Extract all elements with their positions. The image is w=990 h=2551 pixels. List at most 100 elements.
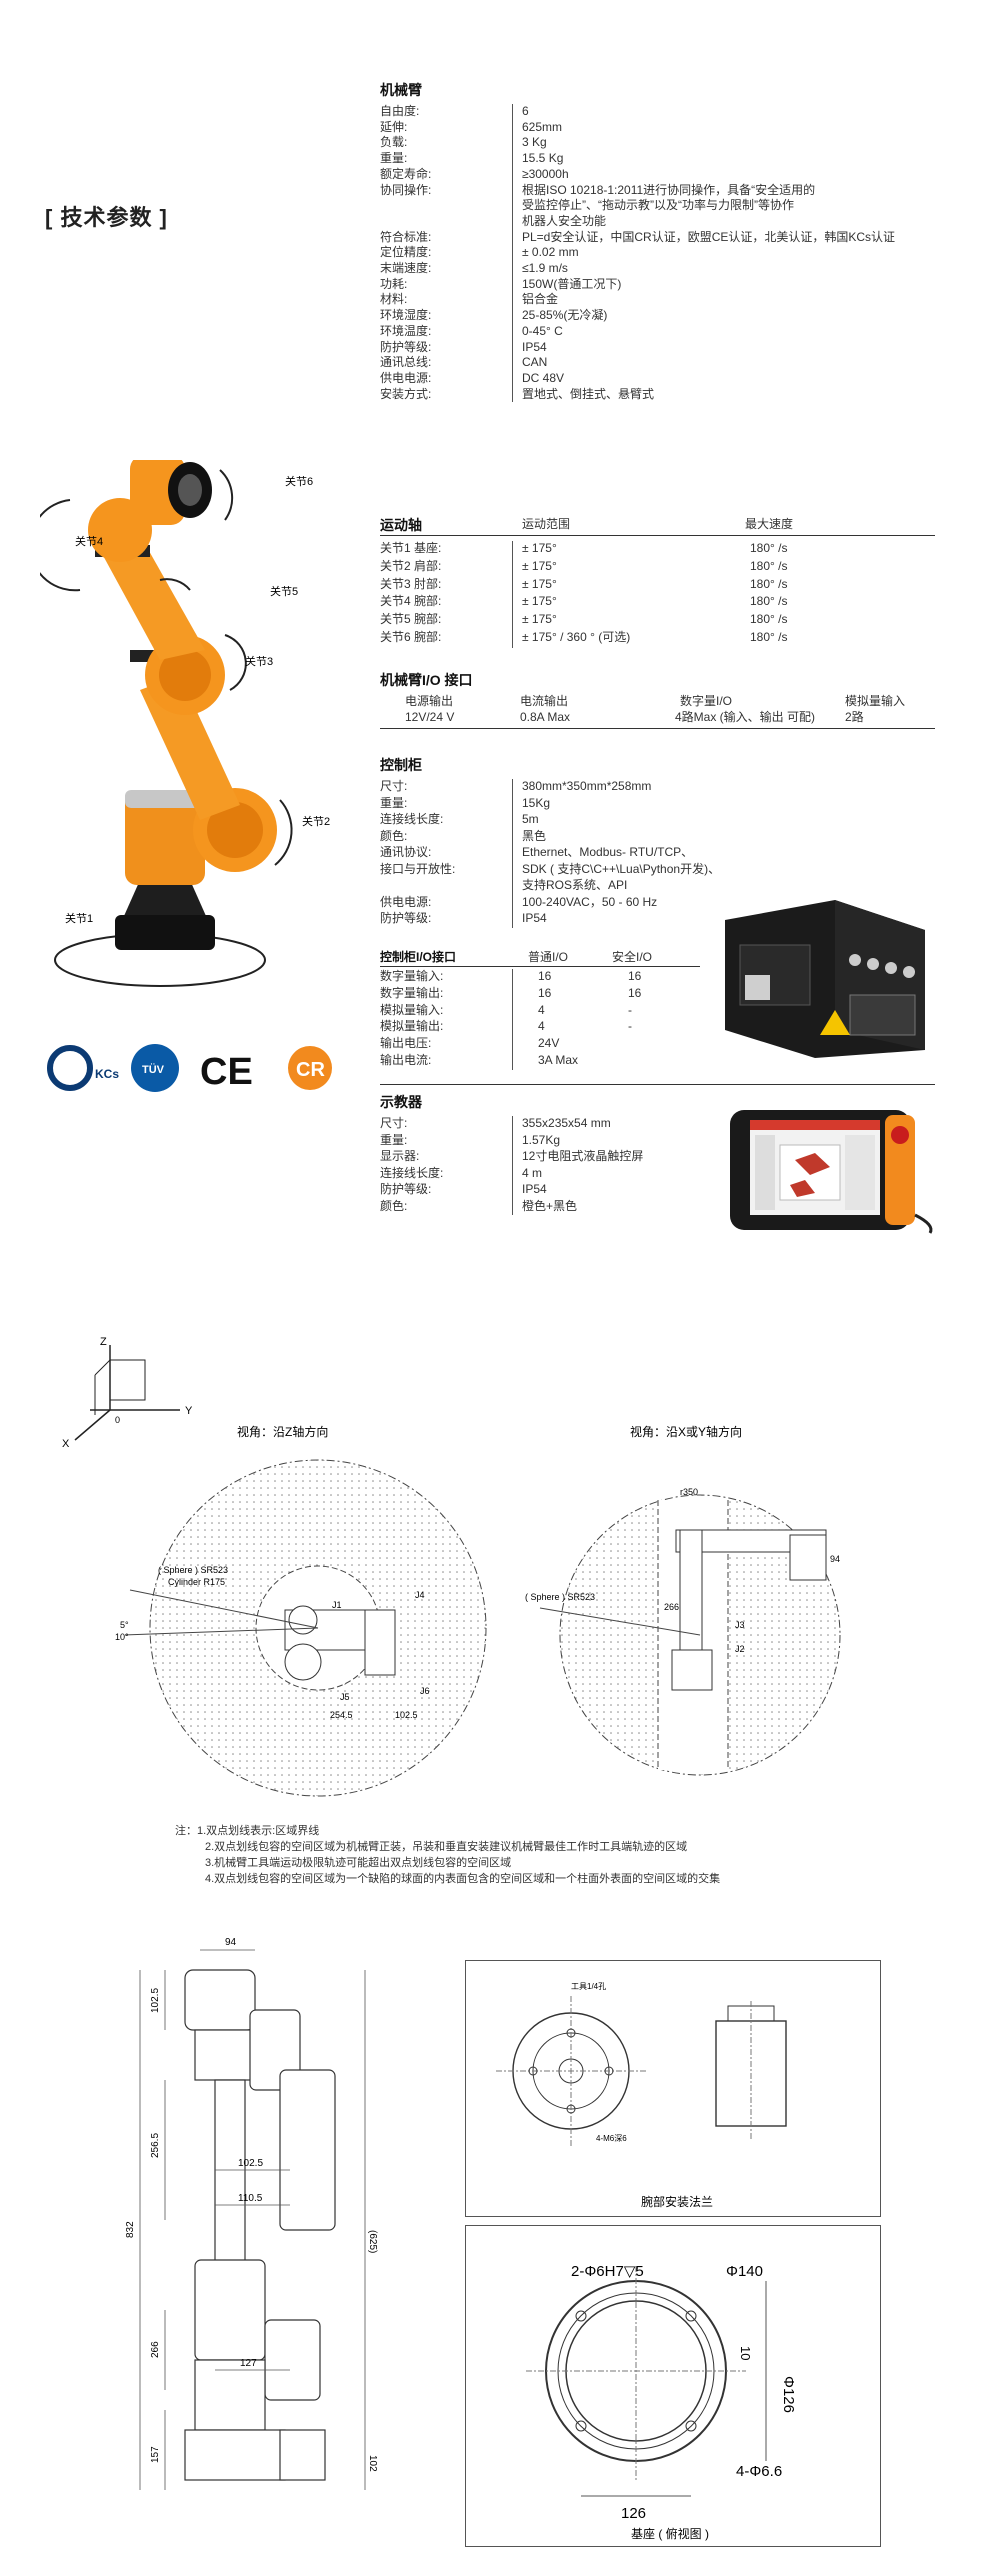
controller-io-label: 数字量输出: bbox=[380, 985, 444, 1000]
tuv-logo: TÜV bbox=[131, 1044, 179, 1092]
base-plate bbox=[115, 915, 215, 950]
arm-io-header: 电源输出 bbox=[405, 694, 454, 708]
arm-spec-value: 3 Kg bbox=[522, 135, 547, 150]
controller-io-normal: 24V bbox=[538, 1036, 560, 1051]
pendant-spec-value: 355x235x54 mm bbox=[522, 1116, 611, 1130]
kcs-logo-text: KCs bbox=[95, 1067, 119, 1081]
arm-spec-value: 6 bbox=[522, 104, 529, 118]
arm-io-value: 4路Max (输入、输出 可配) bbox=[675, 710, 816, 724]
note-line-3: 3.机械臂工具端运动极限轨迹可能超出双点划线包容的空间区域 bbox=[205, 1857, 512, 1869]
pendant-spec-value: 4 m bbox=[522, 1165, 543, 1180]
flange-drawing-frame bbox=[465, 1960, 881, 2217]
joint-row-speed: 180° /s bbox=[750, 541, 788, 555]
arm-spec-label: 重量: bbox=[380, 151, 408, 166]
controller-spec-value: 黑色 bbox=[522, 828, 547, 843]
joint5-rotation-arrow bbox=[159, 578, 191, 591]
controller-spec-value: 支持ROS系统、API bbox=[522, 878, 628, 892]
dim-102: 102 bbox=[367, 2455, 378, 2472]
joint2-rotation-arrow bbox=[274, 799, 293, 866]
flange-caption: 腕部安装法兰 bbox=[641, 2194, 713, 2209]
controller-spec-label: 接口与开放性: bbox=[380, 861, 456, 876]
arm-spec-value: ± 0.02 mm bbox=[522, 245, 579, 260]
controller-io-normal: 4 bbox=[538, 1019, 545, 1034]
arm-io-rule bbox=[380, 728, 935, 729]
teach-pendant-image bbox=[730, 1110, 933, 1234]
certification-logos: KCs TÜV CE CR bbox=[47, 1044, 332, 1093]
arm-spec-value: ≥30000h bbox=[522, 166, 569, 181]
arm-spec-value: 25-85%(无冷凝) bbox=[522, 308, 608, 323]
label-joint3: 关节3 bbox=[245, 654, 273, 668]
joint-row-range: ± 175° bbox=[522, 612, 557, 627]
controller-io-normal: 3A Max bbox=[538, 1053, 579, 1067]
arm-spec-value: ≤1.9 m/s bbox=[522, 261, 568, 275]
ws-right-j3: J3 bbox=[735, 1620, 745, 1630]
joint6-rotation-arrow bbox=[219, 469, 234, 521]
controller-io-safe: - bbox=[628, 1019, 632, 1034]
arm-io-header: 模拟量输入 bbox=[845, 694, 906, 708]
dim-102-5-b: 102.5 bbox=[238, 2158, 263, 2169]
dim-157: 157 bbox=[150, 2446, 161, 2463]
arm-spec-label: 符合标准: bbox=[380, 229, 432, 244]
arm-spec-value: DC 48V bbox=[522, 370, 565, 385]
ws-left-cyl-label: Cylinder R175 bbox=[168, 1577, 225, 1587]
ws-right-d: 94 bbox=[830, 1554, 840, 1564]
ws-left-angle2: 10° bbox=[115, 1632, 129, 1642]
controller-spec-label: 供电电源: bbox=[380, 894, 432, 909]
arm-spec-label: 供电电源: bbox=[380, 370, 432, 385]
base-drawing: 2-Φ6H7▽5 Φ140 Φ126 4-Φ6.6 126 10 基座 ( 俯视… bbox=[526, 2263, 797, 2541]
controller-io-normal: 16 bbox=[538, 985, 552, 1000]
controller-io-label: 数字量输入: bbox=[380, 969, 444, 983]
controller-io-rule bbox=[380, 966, 700, 967]
label-joint4: 关节4 bbox=[75, 534, 103, 548]
controller-spec-value: 5m bbox=[522, 812, 539, 826]
axis-origin-label: 0 bbox=[115, 1415, 120, 1425]
joint-row-speed: 180° /s bbox=[750, 612, 788, 627]
joint3-rotation-arrow bbox=[224, 634, 247, 691]
dim-256-5: 256.5 bbox=[150, 2133, 161, 2158]
joint-row-label: 关节5 腕部: bbox=[380, 612, 442, 627]
arm-spec-label: 通讯总线: bbox=[380, 355, 432, 370]
joint-row-speed: 180° /s bbox=[750, 594, 788, 609]
joint-row-speed: 180° /s bbox=[750, 576, 788, 591]
base-label-holes: 2-Φ6H7▽5 bbox=[571, 2263, 644, 2280]
view-right-title: 视角：沿X或Y轴方向 bbox=[630, 1424, 742, 1439]
note-line-1: 注：1.双点划线表示:区域界线 bbox=[175, 1825, 320, 1837]
controller-io-col-safe: 安全I/O bbox=[612, 950, 653, 964]
controller-spec-value: IP54 bbox=[522, 911, 547, 925]
arm-divider bbox=[512, 104, 513, 403]
pendant-spec-label: 显示器: bbox=[380, 1149, 420, 1163]
dim-832: 832 bbox=[125, 2221, 136, 2238]
joint-row-range: ± 175° / 360 ° (可选) bbox=[522, 630, 631, 644]
workspace-diagram: Z Y X 0 视角：沿Z轴方向 视角：沿X或Y轴方向 ( Sphere ) S… bbox=[62, 1336, 841, 1797]
page-title: [ 技术参数 ] bbox=[45, 205, 168, 230]
joint-row-range: ± 175° bbox=[522, 576, 557, 591]
arm-spec-label: 末端速度: bbox=[380, 261, 432, 275]
joint4-rotation-arrow bbox=[40, 499, 81, 592]
flange-label-2: 4-M6深6 bbox=[596, 2134, 627, 2143]
controller-spec-value: Ethernet、Modbus- RTU/TCP、 bbox=[522, 845, 694, 859]
label-joint2: 关节2 bbox=[302, 814, 330, 828]
arm-spec-value: 0-45° C bbox=[522, 323, 563, 338]
kcs-logo: KCs bbox=[47, 1045, 119, 1091]
base-label-phi126: Φ126 bbox=[780, 2376, 797, 2413]
warning-sticker-icon bbox=[820, 1010, 850, 1035]
ws-left-angle: 5° bbox=[120, 1620, 129, 1630]
robot-arm-illustration: 关节6 关节4 关节5 关节3 关节2 关节1 bbox=[40, 460, 330, 987]
joint-row-label: 关节2 肩部: bbox=[380, 558, 442, 573]
arm-spec-value: 置地式、倒挂式、悬臂式 bbox=[522, 386, 655, 401]
base-caption: 基座 ( 俯视图 ) bbox=[631, 2526, 709, 2541]
arm-spec-value: IP54 bbox=[522, 339, 547, 354]
controller-spec-label: 尺寸: bbox=[380, 779, 408, 793]
arm-spec-label: 功耗: bbox=[380, 276, 408, 291]
base-drawing-frame bbox=[465, 2225, 881, 2547]
dim-266: 266 bbox=[150, 2341, 161, 2358]
ws-left-j4: J4 bbox=[415, 1590, 425, 1600]
controller-spec-value: SDK ( 支持C\C++\Lua\Python开发)、 bbox=[522, 861, 721, 876]
controller-io-label: 模拟量输出: bbox=[380, 1019, 444, 1034]
pendant-title: 示教器 bbox=[380, 1094, 422, 1110]
pendant-spec-value: 橙色+黑色 bbox=[522, 1198, 578, 1213]
arm-spec-label: 环境湿度: bbox=[380, 308, 432, 323]
joint-row-label: 关节6 腕部: bbox=[380, 630, 442, 644]
ws-right-sphere: ( Sphere ) SR523 bbox=[525, 1592, 595, 1602]
controller-divider bbox=[512, 779, 513, 928]
